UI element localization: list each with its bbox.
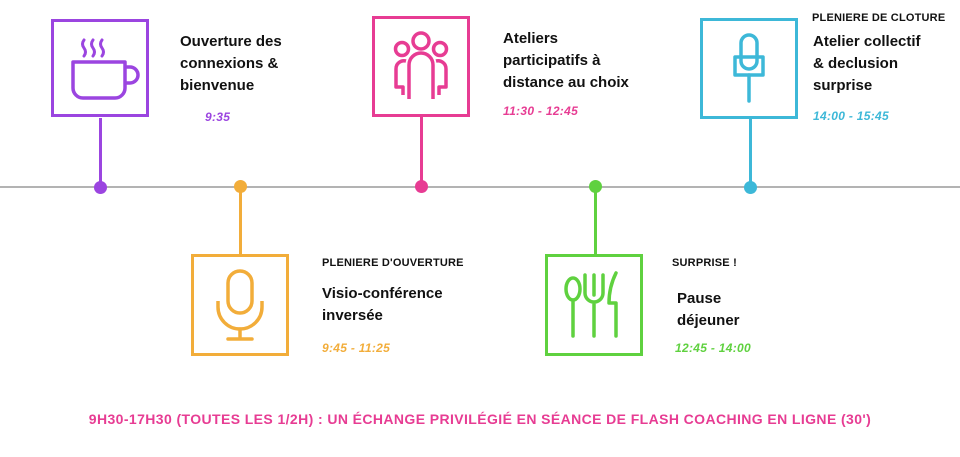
icon-box-group bbox=[372, 16, 470, 117]
icon-box-mic bbox=[191, 254, 289, 356]
connector-mic bbox=[239, 186, 242, 254]
event-kicker-closing: PLENIERE DE CLOTURE bbox=[812, 12, 946, 24]
microphone-icon bbox=[216, 269, 264, 341]
timeline-dot-mic bbox=[234, 180, 247, 193]
event-title-group: Ateliers participatifs à distance au cho… bbox=[503, 30, 629, 91]
event-time-closing: 14:00 - 15:45 bbox=[813, 109, 889, 123]
event-title-lunch: Pause déjeuner bbox=[677, 290, 740, 329]
connector-closing bbox=[749, 119, 752, 186]
event-kicker-lunch: SURPRISE ! bbox=[672, 257, 737, 269]
timeline-dot-lunch bbox=[589, 180, 602, 193]
event-kicker-mic: PLENIERE D'OUVERTURE bbox=[322, 257, 464, 269]
cutlery-icon bbox=[564, 271, 618, 338]
timeline-dot-closing bbox=[744, 181, 757, 194]
event-time-lunch: 12:45 - 14:00 bbox=[675, 341, 751, 355]
group-people-icon bbox=[393, 31, 449, 99]
connector-coffee bbox=[99, 118, 102, 187]
timeline-dot-group bbox=[415, 180, 428, 193]
event-title-closing: Atelier collectif & declusion surprise bbox=[813, 33, 921, 94]
event-time-mic: 9:45 - 11:25 bbox=[322, 341, 391, 355]
microphone-stand-icon bbox=[733, 33, 765, 103]
timeline-axis bbox=[0, 186, 960, 188]
icon-box-closing bbox=[700, 18, 798, 119]
coffee-cup-icon bbox=[71, 38, 140, 100]
event-time-coffee: 9:35 bbox=[205, 110, 231, 124]
connector-group bbox=[420, 116, 423, 186]
icon-box-coffee bbox=[51, 19, 149, 117]
footer-banner: 9H30-17H30 (TOUTES LES 1/2H) : UN ÉCHANG… bbox=[88, 411, 872, 427]
connector-lunch bbox=[594, 186, 597, 254]
event-title-mic: Visio-conférence inversée bbox=[322, 285, 443, 324]
event-time-group: 11:30 - 12:45 bbox=[503, 104, 579, 118]
event-title-coffee: Ouverture des connexions & bienvenue bbox=[180, 33, 282, 94]
timeline-dot-coffee bbox=[94, 181, 107, 194]
icon-box-lunch bbox=[545, 254, 643, 356]
